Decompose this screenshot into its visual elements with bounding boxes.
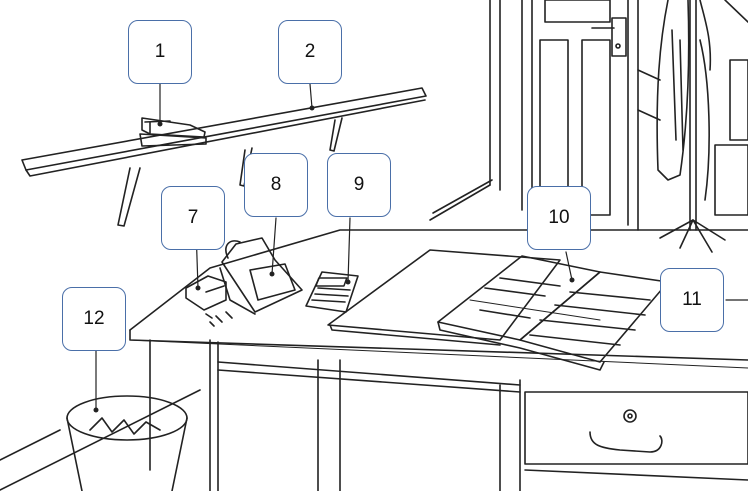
calculator-icon <box>305 271 359 313</box>
wastebasket-icon <box>66 395 188 491</box>
label-11: 11 <box>660 268 724 332</box>
leader-dots <box>93 105 575 413</box>
door-icon <box>489 0 661 231</box>
label-9: 9 <box>327 153 391 217</box>
coat-stand-icon <box>656 0 748 253</box>
desk-icon <box>129 229 748 491</box>
desk-blotter <box>327 249 561 346</box>
label-10: 10 <box>527 186 591 250</box>
label-1: 1 <box>128 20 192 84</box>
label-12: 12 <box>62 287 126 351</box>
label-7: 7 <box>161 186 225 250</box>
desk-calendar-icon <box>219 237 303 315</box>
label-2: 2 <box>278 20 342 84</box>
diary-icon <box>437 255 669 371</box>
stapler-icon <box>139 117 207 147</box>
label-8: 8 <box>244 153 308 217</box>
tape-dispenser-icon <box>185 275 233 327</box>
room-lines <box>0 179 493 491</box>
